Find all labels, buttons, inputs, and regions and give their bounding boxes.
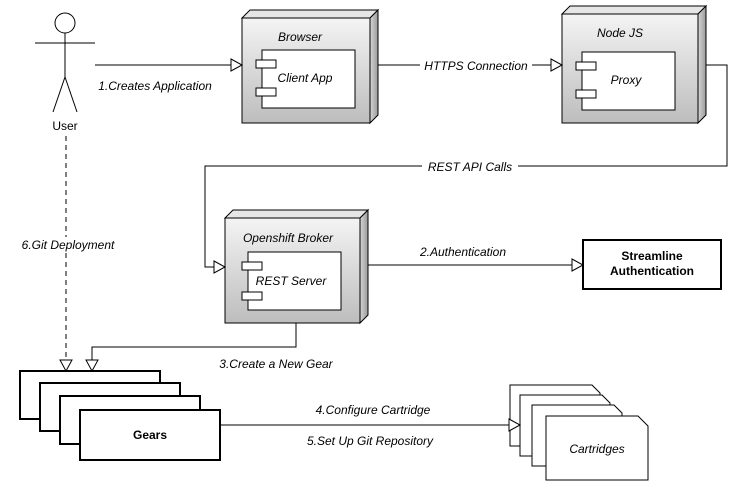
node-broker-top (223, 209, 370, 219)
node-nodejs[interactable]: Node JS Proxy (560, 4, 708, 125)
component-port-icon (255, 59, 277, 69)
arrowhead-icon (85, 359, 99, 373)
gears-stack[interactable]: Gears (19, 370, 221, 461)
edge-configure-cartridge[interactable]: 4.Configure Cartridge 5.Set Up Git Repos… (220, 403, 522, 448)
arrowhead-icon (213, 260, 227, 274)
component-port-icon (241, 261, 263, 271)
cartridge-front (545, 415, 649, 481)
edge-label: HTTPS Connection (424, 59, 528, 73)
node-browser-side (369, 8, 379, 125)
arrowhead-icon (550, 58, 564, 72)
node-browser[interactable]: Browser Client App (240, 8, 380, 125)
arrowhead-icon (571, 258, 585, 272)
gear-front (79, 409, 221, 461)
component-proxy-label: Proxy (611, 73, 643, 87)
actor-head-icon (54, 12, 76, 34)
edge-label: 5.Set Up Git Repository (307, 434, 434, 448)
node-browser-title: Browser (278, 30, 323, 44)
actor-left-leg (52, 76, 66, 113)
edge-label: 1.Creates Application (98, 79, 212, 93)
component-port-icon (241, 291, 263, 301)
component-proxy[interactable]: Proxy (575, 51, 676, 111)
edge-create-new-gear[interactable]: 3.Create a New Gear (85, 323, 334, 373)
component-port-icon (575, 61, 597, 71)
node-openshift-broker[interactable]: Openshift Broker REST Server (223, 208, 370, 325)
component-body (247, 251, 342, 311)
streamline-label-line1: Streamline (621, 249, 683, 263)
node-broker-title: Openshift Broker (243, 231, 334, 245)
edge-line (91, 323, 297, 360)
actor-right-leg (64, 76, 78, 113)
edge-label: REST API Calls (428, 160, 512, 174)
label-bg (422, 159, 518, 173)
arrowhead-icon (59, 359, 73, 373)
arrowhead-icon (508, 418, 522, 432)
edge-label: 2.Authentication (419, 245, 506, 259)
component-body (261, 49, 356, 109)
component-rest-server-label: REST Server (256, 274, 328, 288)
component-body (581, 51, 676, 111)
streamline-label-line2: Authentication (610, 264, 694, 278)
actor-label: User (52, 119, 77, 133)
component-port-icon (255, 87, 277, 97)
edge-rest-api-calls[interactable]: REST API Calls (204, 64, 728, 274)
node-nodejs-side (697, 4, 707, 125)
node-nodejs-top (560, 5, 708, 15)
cartridges-stack[interactable]: Cartridges (509, 384, 649, 481)
label-bg (20, 237, 118, 251)
node-broker-side (359, 208, 369, 325)
component-port-icon (575, 89, 597, 99)
edge-label: 6.Git Deployment (22, 238, 115, 252)
component-rest-server[interactable]: REST Server (241, 251, 342, 311)
gears-label: Gears (133, 428, 167, 442)
edge-creates-application[interactable]: 1.Creates Application (95, 58, 244, 93)
edge-git-deployment[interactable]: 6.Git Deployment (20, 136, 118, 373)
edge-label: 4.Configure Cartridge (316, 403, 431, 417)
node-nodejs-title: Node JS (597, 26, 643, 40)
user-actor[interactable]: User (35, 12, 95, 133)
streamline-authentication-box[interactable]: Streamline Authentication (582, 239, 722, 290)
component-client-app-label: Client App (278, 71, 333, 85)
streamline-box-border (582, 239, 722, 290)
label-bg (420, 58, 532, 72)
arrowhead-icon (230, 58, 244, 72)
component-client-app[interactable]: Client App (255, 49, 356, 109)
edge-https-connection[interactable]: HTTPS Connection (378, 58, 564, 73)
cartridges-label: Cartridges (569, 442, 624, 456)
edge-label: 3.Create a New Gear (219, 357, 333, 371)
edge-authentication[interactable]: 2.Authentication (368, 245, 585, 272)
node-browser-top (240, 9, 380, 19)
